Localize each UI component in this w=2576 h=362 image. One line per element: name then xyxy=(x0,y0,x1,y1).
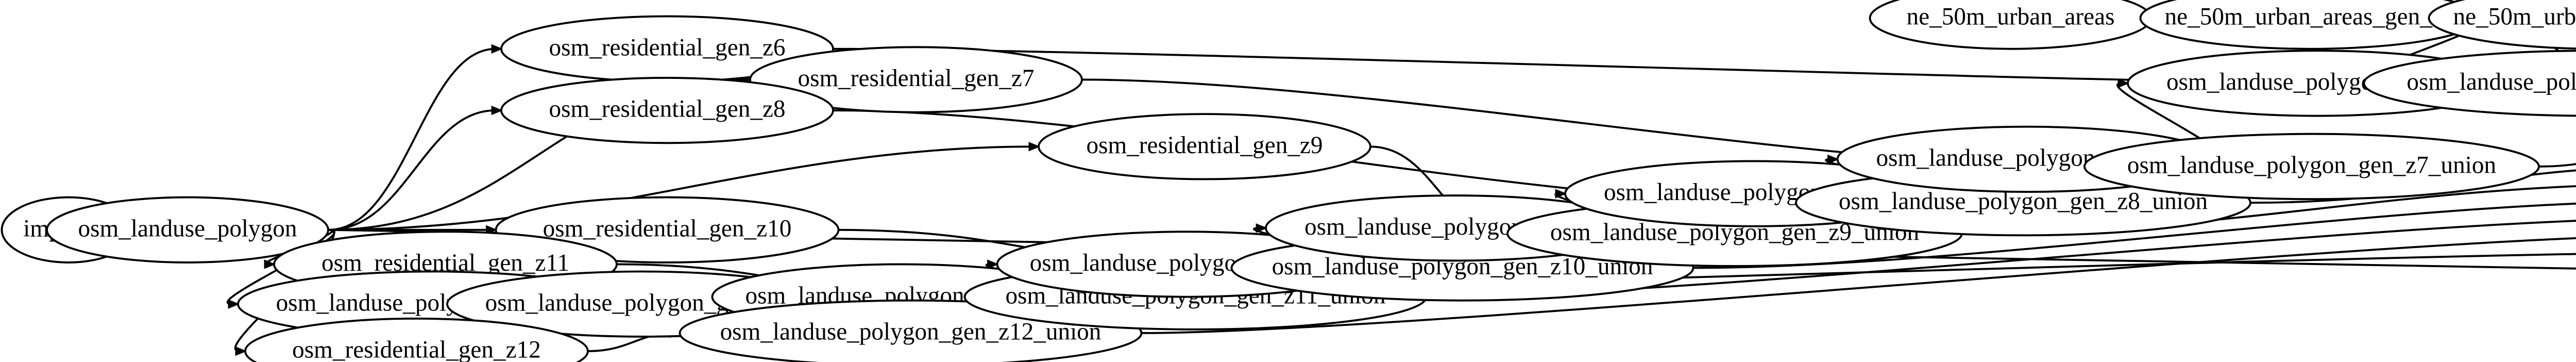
edge-arrowhead xyxy=(1827,154,1839,164)
graph-edge xyxy=(328,145,1033,231)
edge-arrowhead xyxy=(2117,78,2130,88)
node-label: osm_landuse_polygon_gen_z6_union xyxy=(2406,69,2576,95)
edge-arrowhead xyxy=(1555,189,1567,199)
node-shape xyxy=(1038,113,1371,180)
node-label: osm_residential_gen_z9 xyxy=(1086,132,1323,159)
node-shape xyxy=(2428,0,2576,50)
graph-node[interactable]: osm_residential_gen_z12 xyxy=(244,317,589,362)
graph-node[interactable]: ne_50m_urban_areas_gen_z5 xyxy=(2139,0,2481,50)
node-shape xyxy=(2083,133,2540,201)
graph-node[interactable]: ne_50m_urban_areas_gen_z4 xyxy=(2428,0,2576,50)
edge-arrowhead xyxy=(491,105,503,116)
node-shape xyxy=(749,46,1083,113)
node-label: osm_residential_gen_z8 xyxy=(549,96,785,123)
node-label: osm_residential_gen_z10 xyxy=(543,215,792,242)
node-label: ne_50m_urban_areas_gen_z5 xyxy=(2165,4,2455,30)
graph-node[interactable]: osm_residential_gen_z6 xyxy=(500,15,834,83)
graph-node[interactable]: osm_residential_gen_z9 xyxy=(1038,113,1371,180)
graph-node[interactable]: ne_50m_urban_areas xyxy=(1869,0,2153,50)
node-label: osm_residential_gen_z6 xyxy=(549,34,785,61)
graph-node[interactable]: osm_landuse_polygon xyxy=(46,196,329,264)
graph-node[interactable]: osm_landuse_polygon_gen_z7_union xyxy=(2083,133,2540,201)
node-shape xyxy=(500,76,834,144)
edge-arrowhead xyxy=(264,259,276,269)
edge-arrowhead xyxy=(1028,142,1041,152)
graph-node[interactable]: osm_landuse_polygon_gen_z6_union xyxy=(2363,50,2576,117)
graph-edge xyxy=(328,109,496,231)
node-label: osm_residential_gen_z12 xyxy=(292,337,541,362)
edge-arrowhead xyxy=(1256,223,1268,233)
node-label: ne_50m_urban_areas_gen_z4 xyxy=(2453,4,2576,30)
edge-arrowhead xyxy=(235,346,247,356)
node-label: osm_residential_gen_z7 xyxy=(798,65,1034,92)
graph-edge xyxy=(328,47,496,231)
graph-node[interactable]: osm_residential_gen_z8 xyxy=(500,76,834,144)
graph-edge xyxy=(1141,237,2576,334)
node-label: ne_50m_urban_areas xyxy=(1907,4,2115,30)
node-label: osm_landuse_polygon xyxy=(78,215,297,242)
node-shape xyxy=(2363,50,2576,117)
edge-arrowhead xyxy=(228,299,240,309)
graph-edge xyxy=(2538,163,2576,168)
edge-arrowhead xyxy=(491,44,503,54)
node-label: osm_landuse_polygon_gen_z7_union xyxy=(2127,152,2496,178)
graph-node[interactable]: osm_residential_gen_z7 xyxy=(749,46,1083,113)
edge-arrowhead xyxy=(987,259,999,269)
node-label: osm_landuse_polygon_gen_z12_union xyxy=(720,318,1101,345)
node-shape xyxy=(244,317,589,362)
node-shape xyxy=(46,196,329,264)
